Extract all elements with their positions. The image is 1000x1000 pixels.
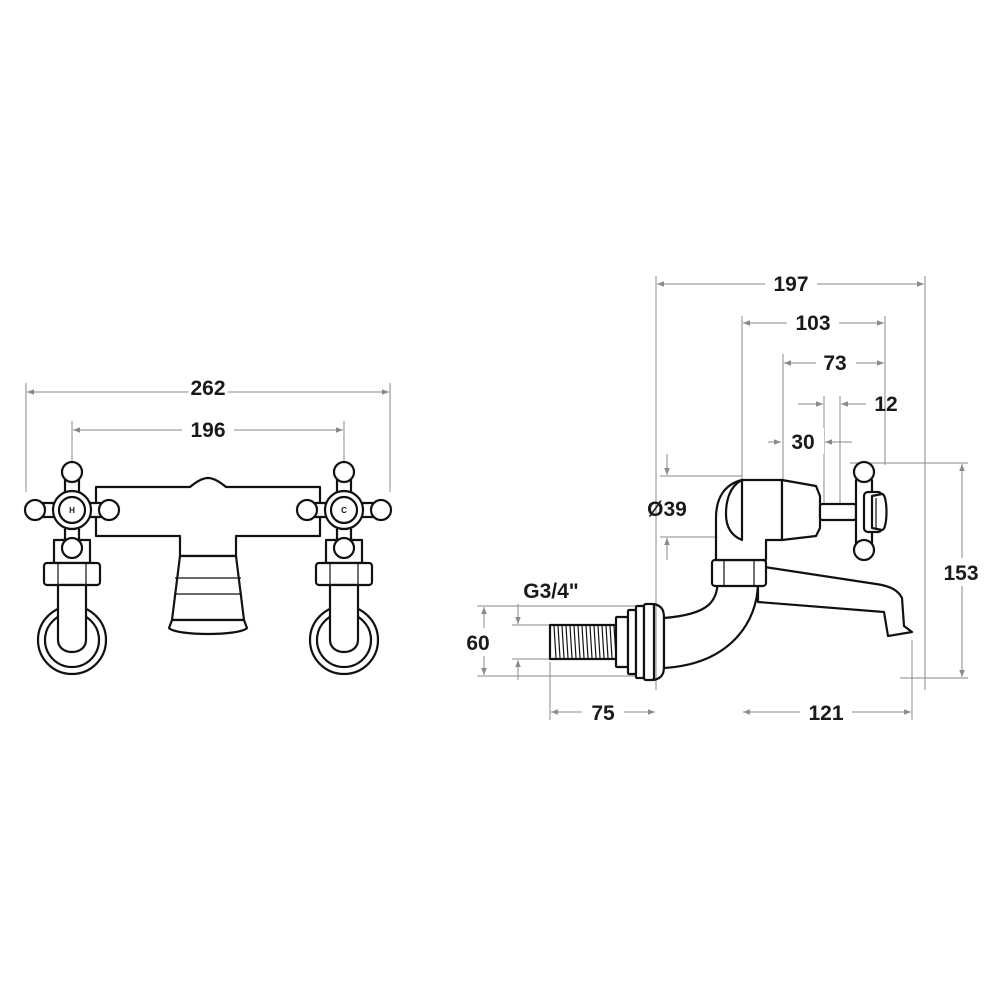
dimension-label-body-to-handle-tip: 103 <box>795 312 830 335</box>
hot-cross-handle: H <box>23 460 121 560</box>
valve-body <box>714 478 822 562</box>
dimension-label-body-to-handle-face: 73 <box>823 352 846 375</box>
thread-line <box>585 625 589 659</box>
dimension-handle-stem-gap: 12 <box>798 393 898 505</box>
dimension-label-handle-stem-gap: 12 <box>874 393 897 416</box>
dimension-overall-depth: 197 <box>655 270 926 690</box>
dimension-label-collar-offset: 30 <box>791 431 814 454</box>
spout-side <box>756 564 914 638</box>
hot-indicator-label: H <box>69 506 75 515</box>
dimension-body-to-handle-face: 73 <box>782 349 884 480</box>
side-view: 197 103 73 12 <box>460 270 982 726</box>
valve-nut <box>710 558 768 588</box>
spout-front <box>167 554 249 636</box>
thread-line <box>605 625 609 659</box>
dimension-body-to-handle-tip: 103 <box>741 309 886 525</box>
elbow-pipe <box>662 580 760 670</box>
dimension-inlet: 60 G3/4" <box>460 580 640 680</box>
dimension-label-inlet-thread: G3/4" <box>523 580 578 603</box>
cold-cross-handle: C <box>295 460 393 560</box>
thread-line <box>609 625 613 659</box>
dimension-label-overall-depth: 197 <box>773 273 808 296</box>
cold-valve-assembly: C <box>295 460 393 676</box>
hot-valve-assembly: H <box>23 460 121 676</box>
thread-line <box>593 625 597 659</box>
thread-line <box>589 625 593 659</box>
dimension-label-inlet-height: 60 <box>466 632 489 655</box>
dimension-label-height: 153 <box>943 562 978 585</box>
dimension-label-overall-width: 262 <box>190 377 225 400</box>
thread-line <box>569 625 573 659</box>
thread-line <box>601 625 605 659</box>
dimension-overall-width: 262 <box>25 374 391 492</box>
dimension-collar-offset: 30 <box>768 428 852 454</box>
thread-line <box>565 625 569 659</box>
body-bar <box>94 476 322 558</box>
dimension-height: 153 <box>850 462 982 679</box>
dimension-spout-reach: 121 <box>743 640 913 726</box>
threaded-inlet-tail <box>548 602 666 682</box>
thread-line <box>597 625 601 659</box>
dimension-handle-centres: 196 <box>71 416 345 462</box>
dimension-label-spout-reach: 121 <box>808 702 843 725</box>
thread-line <box>561 625 565 659</box>
thread-line <box>557 625 561 659</box>
thread-line <box>553 625 557 659</box>
dimension-tail-length: 75 <box>549 662 655 726</box>
thread-line <box>573 625 577 659</box>
dimension-label-handle-centres: 196 <box>190 419 225 442</box>
thread-line <box>577 625 581 659</box>
dimension-label-tail-length: 75 <box>591 702 615 725</box>
front-view: 262 196 <box>23 374 393 676</box>
thread-line <box>581 625 585 659</box>
cold-indicator-label: C <box>341 506 347 515</box>
side-cross-handle <box>818 460 888 562</box>
dimension-label-body-diameter: Ø39 <box>647 498 687 521</box>
